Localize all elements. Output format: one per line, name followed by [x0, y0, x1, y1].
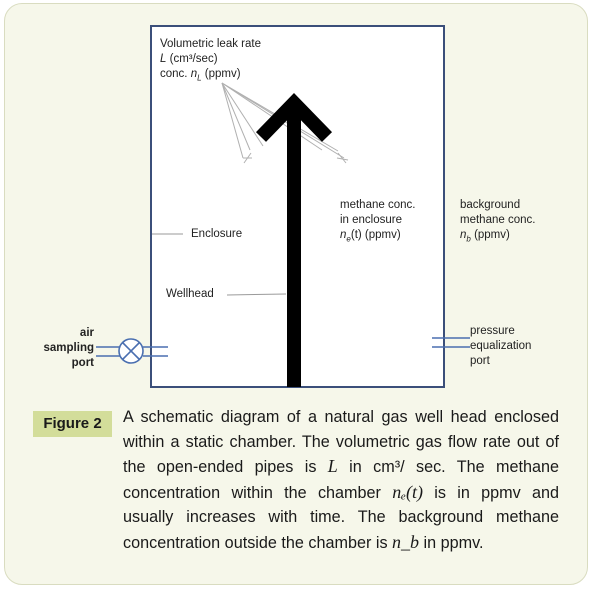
enclosure-label: Enclosure: [191, 228, 243, 240]
caption-var-L: L: [327, 456, 338, 477]
figure-caption: A schematic diagram of a natural gas wel…: [123, 408, 560, 552]
pressure-equalization-pipe: [432, 337, 470, 348]
caption-var-ne: nₑ(t): [392, 481, 423, 502]
wellhead-label: Wellhead: [166, 288, 214, 300]
background-methane-label: background methane conc. nb (ppmv): [460, 199, 536, 244]
leak-rate-label: Volumetric leak rate L (cm³/sec) conc. n…: [160, 38, 261, 83]
methane-enclosure-label: methane conc. in enclosure ne(t) (ppmv): [340, 199, 416, 244]
wellhead-pipe-arrow: [255, 92, 333, 387]
air-sampling-valve: [96, 338, 168, 364]
wellhead-leader: [226, 293, 287, 296]
caption-var-nb: n_b: [392, 531, 420, 552]
air-sampling-port-label: air sampling port: [43, 327, 94, 369]
figure-label: Figure 2: [33, 411, 112, 437]
pressure-port-label: pressure equalization port: [470, 325, 532, 367]
